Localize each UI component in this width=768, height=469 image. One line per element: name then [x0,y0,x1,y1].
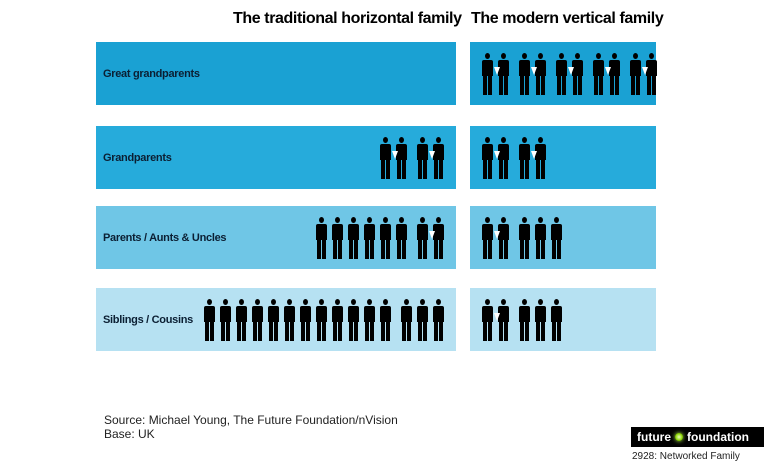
generation-label: Siblings / Cousins [103,313,193,326]
person-icon [519,137,530,179]
traditional-family-title: The traditional horizontal family [233,10,462,27]
person-icon [433,217,444,259]
person-icon [204,299,215,341]
person-icon [609,53,620,95]
person-icon [482,299,493,341]
couple-link-icon [494,151,500,159]
couple-link-icon [605,67,611,75]
base-line: Base: UK [104,427,155,441]
person-icon [300,299,311,341]
traditional-row-band: Grandparents [96,126,456,189]
person-icon [519,53,530,95]
logo-orb-icon [675,433,683,441]
generation-label: Grandparents [103,151,172,164]
person-icon [380,217,391,259]
source-note: Source: Michael Young, The Future Founda… [104,413,398,441]
modern-row-band [470,288,656,351]
person-icon [630,53,641,95]
person-icon [433,137,444,179]
person-icon [268,299,279,341]
source-line: Source: Michael Young, The Future Founda… [104,413,398,427]
couple-link-icon [568,67,574,75]
person-icon [332,217,343,259]
logo-text-foundation: foundation [687,430,749,444]
person-icon [364,299,375,341]
traditional-row-band: Siblings / Cousins [96,288,456,351]
person-icon [236,299,247,341]
couple-link-icon [531,151,537,159]
person-icon [646,53,657,95]
report-id: 2928: Networked Family [632,451,740,462]
generation-label: Great grandparents [103,67,200,80]
generation-label: Parents / Aunts & Uncles [103,231,227,244]
traditional-figures [96,42,456,105]
person-icon [482,217,493,259]
couple-link-icon [531,67,537,75]
person-icon [380,299,391,341]
couple-link-icon [392,151,398,159]
person-icon [380,137,391,179]
person-icon [396,217,407,259]
person-icon [535,217,546,259]
person-icon [482,137,493,179]
modern-figures [470,288,656,351]
modern-row-band [470,126,656,189]
person-icon [535,53,546,95]
person-icon [401,299,412,341]
traditional-figures [96,126,456,189]
modern-figures [470,206,656,269]
person-icon [535,299,546,341]
person-icon [348,217,359,259]
person-icon [417,299,428,341]
person-icon [551,217,562,259]
person-icon [332,299,343,341]
person-icon [482,53,493,95]
couple-link-icon [494,231,500,239]
person-icon [556,53,567,95]
person-icon [498,217,509,259]
person-icon [593,53,604,95]
person-icon [284,299,295,341]
person-icon [316,217,327,259]
traditional-row-band: Great grandparents [96,42,456,105]
person-icon [316,299,327,341]
logo-text-future: future [637,430,671,444]
person-icon [417,137,428,179]
traditional-row-band: Parents / Aunts & Uncles [96,206,456,269]
person-icon [433,299,444,341]
person-icon [551,299,562,341]
modern-row-band [470,206,656,269]
traditional-figures [96,288,456,351]
person-icon [519,217,530,259]
modern-figures [470,126,656,189]
person-icon [348,299,359,341]
couple-link-icon [494,313,500,321]
person-icon [498,299,509,341]
person-icon [498,53,509,95]
couple-link-icon [429,151,435,159]
couple-link-icon [642,67,648,75]
person-icon [417,217,428,259]
couple-link-icon [429,231,435,239]
person-icon [396,137,407,179]
person-icon [498,137,509,179]
modern-figures [470,42,657,105]
person-icon [252,299,263,341]
person-icon [572,53,583,95]
person-icon [364,217,375,259]
person-icon [220,299,231,341]
person-icon [535,137,546,179]
person-icon [519,299,530,341]
future-foundation-logo: future foundation [631,427,764,447]
traditional-figures [96,206,456,269]
couple-link-icon [494,67,500,75]
modern-row-band [470,42,657,105]
modern-family-title: The modern vertical family [471,10,664,27]
